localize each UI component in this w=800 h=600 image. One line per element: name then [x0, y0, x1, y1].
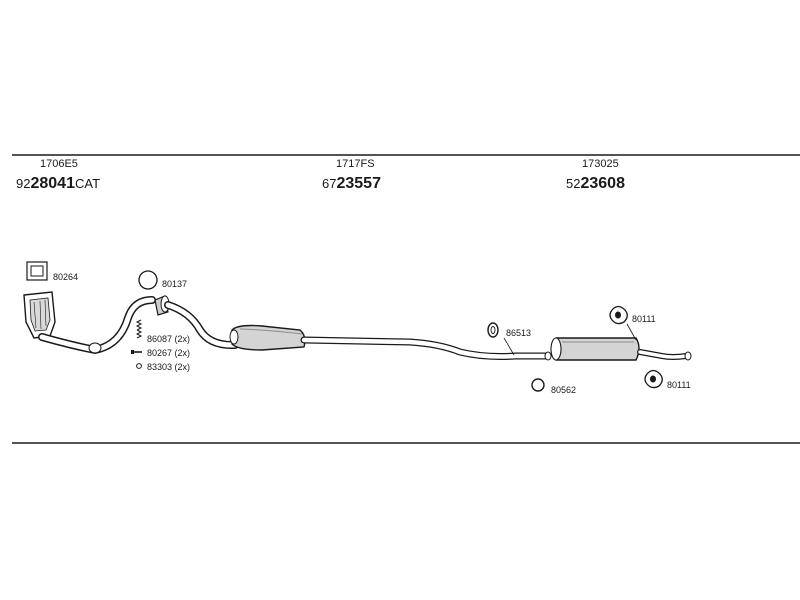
bolt-icon [131, 350, 142, 354]
tail-pipe [638, 350, 688, 359]
section-3-pn-main: 23608 [580, 175, 625, 192]
center-pipe [301, 337, 548, 359]
clamp-leader [503, 337, 515, 356]
section-2-pn-prefix: 67 [322, 176, 337, 191]
silencer-inlet [544, 351, 552, 361]
label-hanger-top: 80111 [632, 314, 656, 324]
label-hanger-bottom: 80111 [667, 380, 691, 390]
nut-icon [136, 363, 142, 369]
section-1-part-number: 9228041CAT [16, 176, 100, 192]
label-clamp: 86513 [506, 328, 531, 338]
clamp-icon [487, 322, 499, 338]
section-1-pn-prefix: 92 [16, 176, 31, 191]
section-1-pn-suffix: CAT [74, 176, 101, 191]
spring-icon [135, 319, 143, 339]
section-2-part-number: 6723557 [322, 176, 381, 192]
front-pipe-bracket [88, 342, 102, 354]
label-bolt: 80267 (2x) [147, 348, 190, 358]
section-1-pn-main: 28041 [30, 175, 75, 192]
catalytic-converter-icon [23, 291, 56, 339]
ring-rear-icon [531, 378, 545, 392]
rear-silencer-icon [550, 337, 640, 361]
gasket-front-icon [26, 261, 48, 281]
label-ring-rear: 80562 [551, 385, 576, 395]
ring-seal-icon [138, 270, 158, 290]
section-3-part-number: 5223608 [566, 176, 625, 192]
section-2-pn-main: 23557 [336, 175, 381, 192]
section-3-pn-prefix: 52 [566, 176, 581, 191]
hanger-bottom-icon [644, 369, 663, 389]
label-gasket-front: 80264 [53, 272, 78, 282]
intermediate-pipe [165, 302, 238, 348]
section-1-ref: 1706E5 [40, 158, 78, 170]
section-3-ref: 173025 [582, 158, 619, 170]
hanger-top-icon [609, 305, 628, 325]
section-2-ref: 1717FS [336, 158, 375, 170]
middle-muffler-icon [229, 324, 306, 351]
front-pipe [39, 297, 155, 353]
hanger-top-leader [626, 323, 637, 341]
label-spring: 86087 (2x) [147, 334, 190, 344]
label-ring-seal: 80137 [162, 279, 187, 289]
label-nut: 83303 (2x) [147, 362, 190, 372]
tail-pipe-end [684, 351, 692, 361]
